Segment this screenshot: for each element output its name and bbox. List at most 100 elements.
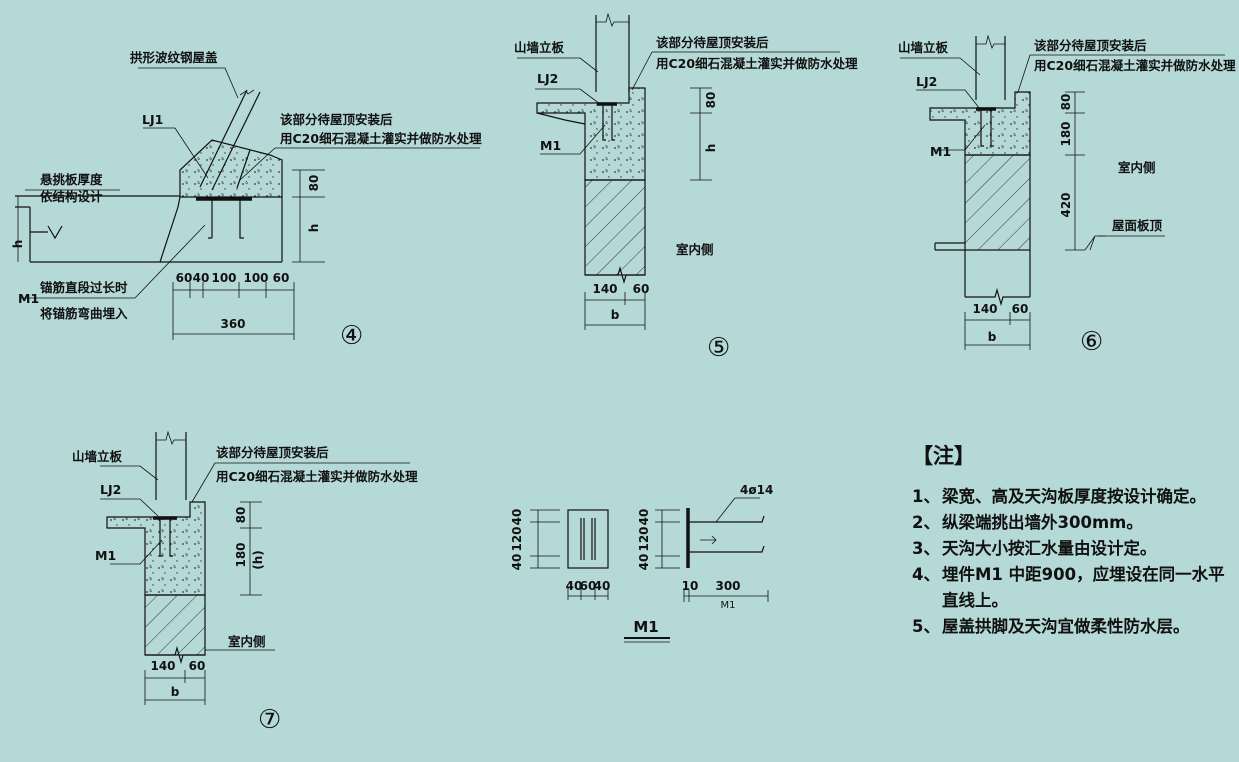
note-number: 4、 xyxy=(912,565,940,584)
d6-dim-180: 180 xyxy=(1059,121,1073,146)
d7-wall-hatch xyxy=(144,594,206,656)
d6-dim-420: 420 xyxy=(1059,192,1073,217)
d6-indoor-label: 室内侧 xyxy=(1118,160,1156,175)
note-item: 4、 埋件M1 中距900，应埋设在同一水平直线上。 xyxy=(912,562,1232,614)
d6-wall-label: 山墙立板 xyxy=(898,40,949,55)
detail-6: 80 180 420 140 60 b 山墙立板 LJ2 该部分待屋顶安装后 用… xyxy=(898,34,1236,357)
d4-dim-60b: 60 xyxy=(273,271,290,285)
d4-detail-number: ④ xyxy=(340,321,363,351)
m1-sub-label: M1 xyxy=(721,600,736,611)
m1-dim-300: 300 xyxy=(715,579,740,593)
d5-concrete-top xyxy=(536,87,646,181)
d5-note-line2: 用C20细石混凝土灌实并做防水处理 xyxy=(655,56,858,71)
note-item: 2、 纵梁端挑出墙外300mm。 xyxy=(912,510,1232,536)
d7-dim-h: (h) xyxy=(251,550,265,570)
d4-dim-100b: 100 xyxy=(243,271,268,285)
note-number: 1、 xyxy=(912,487,940,506)
d4-dim-h-left: h xyxy=(11,240,25,249)
d4-dim-360: 360 xyxy=(220,317,245,331)
m1-left-dim-40a: 40 xyxy=(510,509,524,526)
d5-dim-b: b xyxy=(611,308,620,322)
note-number: 5、 xyxy=(912,617,940,636)
d7-note-line1: 该部分待屋顶安装后 xyxy=(216,445,329,460)
d5-dim-140: 140 xyxy=(592,282,617,296)
d4-note-line2: 用C20细石混凝土灌实并做防水处理 xyxy=(279,131,482,146)
d4-dim-right: 80 h xyxy=(292,169,325,263)
d4-dim-40: 40 xyxy=(193,271,210,285)
d7-dim-b: b xyxy=(171,685,180,699)
d7-dim-80: 80 xyxy=(234,507,248,524)
d7-concrete-top xyxy=(106,501,206,596)
note-text: 天沟大小按汇水量由设计定。 xyxy=(942,539,1157,558)
m1-dim-10: 10 xyxy=(682,579,699,593)
d5-dim-h: h xyxy=(704,144,718,153)
d5-dim-60: 60 xyxy=(633,282,650,296)
d5-note-line1: 该部分待屋顶安装后 xyxy=(656,35,769,50)
d6-note-line1: 该部分待屋顶安装后 xyxy=(1034,38,1147,53)
m1-right-dim-40a: 40 xyxy=(637,509,651,526)
detail-4: 80 h h 60 40 100 100 60 360 拱 xyxy=(11,50,482,351)
d4-anchor-label2: 将锚筋弯曲埋入 xyxy=(40,306,128,321)
d5-wall-hatch xyxy=(584,179,646,276)
d7-detail-number: ⑦ xyxy=(258,705,281,735)
d4-dim-100a: 100 xyxy=(211,271,236,285)
d7-indoor-label: 室内侧 xyxy=(228,634,266,649)
notes-title: 【注】 xyxy=(912,444,975,468)
d6-dim-60: 60 xyxy=(1012,302,1029,316)
d6-detail-number: ⑥ xyxy=(1080,327,1103,357)
d7-note-line2: 用C20细石混凝土灌实并做防水处理 xyxy=(215,469,418,484)
note-item: 1、 梁宽、高及天沟板厚度按设计确定。 xyxy=(912,484,1232,510)
m1-bottom-dim-60: 60 xyxy=(580,579,597,593)
m1-right-dim-40b: 40 xyxy=(637,554,651,571)
note-text: 埋件M1 中距900，应埋设在同一水平直线上。 xyxy=(942,565,1225,610)
m1-plate-plan xyxy=(567,509,609,569)
d7-dim-140: 140 xyxy=(150,659,175,673)
d5-lj2-label: LJ2 xyxy=(537,71,558,86)
m1-bar-label: 4ø14 xyxy=(740,483,773,497)
d6-dim-80: 80 xyxy=(1059,94,1073,111)
detail-m1: 40 120 40 40 60 40 40 120 40 4ø14 10 300 xyxy=(510,483,773,643)
note-text: 屋盖拱脚及天沟宜做柔性防水层。 xyxy=(942,617,1190,636)
d6-wall-hatch xyxy=(964,154,1031,251)
detail-7: 80 180 (h) 140 60 b 山墙立板 LJ2 该部分待屋顶安装后 用… xyxy=(72,430,418,735)
d7-lj2-label: LJ2 xyxy=(100,482,121,497)
d4-dim-bottom: 60 40 100 100 60 360 xyxy=(172,271,295,340)
d6-m1-label: M1 xyxy=(930,144,951,159)
d7-dim-60: 60 xyxy=(189,659,206,673)
m1-title: M1 xyxy=(633,618,658,636)
m1-left-dim-120: 120 xyxy=(510,526,524,551)
d6-lj2-label: LJ2 xyxy=(916,74,937,89)
d4-lj1-label: LJ1 xyxy=(142,112,163,127)
d4-slab-label2: 依结构设计 xyxy=(40,189,103,204)
d4-anchor-label1: 锚筋直段过长时 xyxy=(40,280,128,295)
notes-panel: 【注】 1、 梁宽、高及天沟板厚度按设计确定。 2、 纵梁端挑出墙外300mm。… xyxy=(912,440,1232,640)
d7-dim-180: 180 xyxy=(234,542,248,567)
note-item: 3、 天沟大小按汇水量由设计定。 xyxy=(912,536,1232,562)
d4-dim-80: 80 xyxy=(307,175,321,192)
d7-m1-label: M1 xyxy=(95,548,116,563)
d4-roof-label: 拱形波纹钢屋盖 xyxy=(130,50,218,65)
d4-m1-label: M1 xyxy=(18,291,39,306)
d5-wall-label: 山墙立板 xyxy=(514,40,565,55)
note-text: 梁宽、高及天沟板厚度按设计确定。 xyxy=(942,487,1206,506)
m1-bottom-dim-40b: 40 xyxy=(594,579,611,593)
d5-m1-label: M1 xyxy=(540,138,561,153)
note-item: 5、 屋盖拱脚及天沟宜做柔性防水层。 xyxy=(912,614,1232,640)
d6-dim-140: 140 xyxy=(972,302,997,316)
m1-bottom-dim-40a: 40 xyxy=(566,579,583,593)
d5-detail-number: ⑤ xyxy=(707,333,730,363)
d4-dim-h: h xyxy=(307,224,321,233)
detail-5: 80 h 140 60 b 山墙立板 LJ2 该部分待屋顶安装后 用C20细石混… xyxy=(514,12,858,363)
d6-dim-b: b xyxy=(988,330,997,344)
d4-note-line1: 该部分待屋顶安装后 xyxy=(280,112,393,127)
d5-indoor-label: 室内侧 xyxy=(676,242,714,257)
d7-wall-label: 山墙立板 xyxy=(72,449,123,464)
note-number: 3、 xyxy=(912,539,940,558)
d6-rooftop-label: 屋面板顶 xyxy=(1112,218,1163,233)
note-number: 2、 xyxy=(912,513,940,532)
d4-slab-label1: 悬挑板厚度 xyxy=(39,172,103,187)
d4-dim-60a: 60 xyxy=(176,271,193,285)
m1-left-dim-40b: 40 xyxy=(510,554,524,571)
note-text: 纵梁端挑出墙外300mm。 xyxy=(942,513,1143,532)
